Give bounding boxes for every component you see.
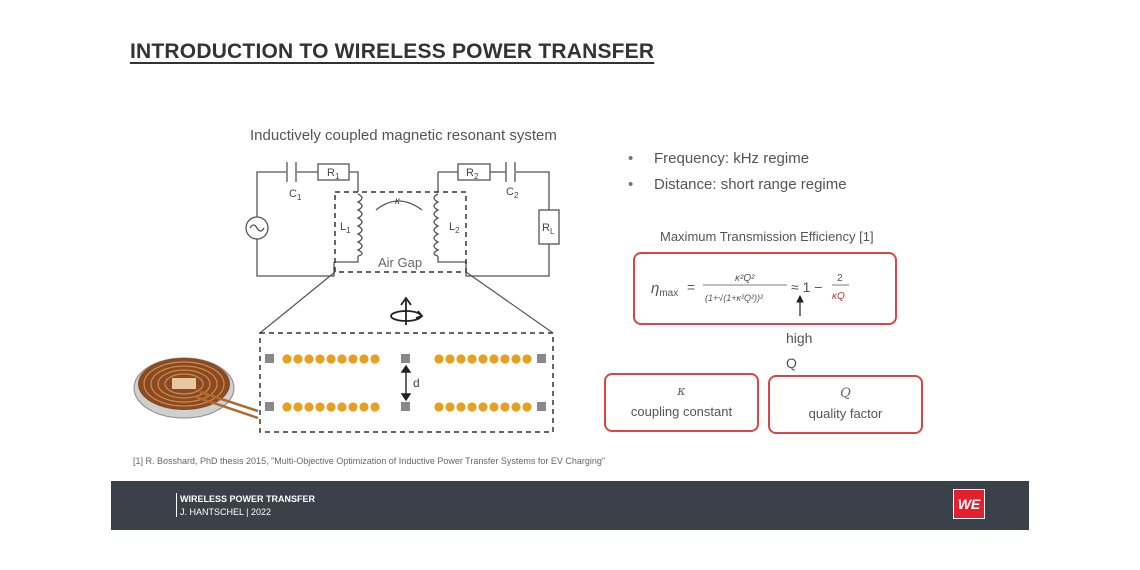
- coil-dot: [282, 354, 292, 364]
- label-c1: C1: [289, 188, 302, 202]
- coil-dot: [315, 402, 325, 412]
- coil-dot: [293, 354, 303, 364]
- coil-dot: [489, 354, 499, 364]
- coil-dot: [326, 354, 336, 364]
- efficiency-label: Maximum Transmission Efficiency [1]: [660, 229, 874, 244]
- coil-dot: [434, 354, 444, 364]
- label-r1: R1: [327, 167, 340, 181]
- coil-dot: [434, 402, 444, 412]
- coil-dot: [370, 402, 380, 412]
- projection-line-right: [465, 271, 554, 334]
- air-gap-box: [334, 191, 467, 273]
- svg-text:κQ: κQ: [832, 291, 845, 302]
- footer-subtitle: J. HANTSCHEL | 2022: [180, 507, 272, 517]
- efficiency-formula-box: ηmax = κ²Q² (1+√(1+κ²Q²))² ≈ 1 − 2 κQ: [633, 252, 897, 325]
- projection-line-left: [259, 271, 336, 334]
- slide-title: INTRODUCTION TO WIRELESS POWER TRANSFER: [130, 40, 655, 63]
- coil-photo: [133, 357, 259, 420]
- coil-dot: [370, 354, 380, 364]
- coil-dot: [337, 354, 347, 364]
- we-logo-icon: WE: [953, 489, 985, 519]
- label-c2: C2: [506, 186, 519, 200]
- coil-dot: [511, 354, 521, 364]
- label-r2: R2: [466, 167, 479, 181]
- diagram-title: Inductively coupled magnetic resonant sy…: [250, 127, 557, 144]
- coil-dot: [522, 402, 532, 412]
- rotation-icon: [390, 296, 424, 325]
- coil-dot: [445, 354, 455, 364]
- rl-resistor: [538, 209, 560, 245]
- right-wire-coil-bottom: [437, 256, 466, 263]
- svg-text:ηmax: ηmax: [651, 280, 678, 299]
- coil-dot: [326, 402, 336, 412]
- coil-dot: [500, 402, 510, 412]
- coil-dot: [467, 402, 477, 412]
- svg-text:=: =: [687, 279, 695, 295]
- coil-dot: [445, 402, 455, 412]
- coil-dot: [522, 354, 532, 364]
- bullet-item: •Frequency: kHz regime: [628, 150, 810, 167]
- coil-dot: [304, 402, 314, 412]
- coil-l1: [356, 193, 363, 257]
- label-distance: d: [413, 376, 420, 390]
- coil-l2: [433, 193, 440, 257]
- quality-factor-box: Q quality factor: [768, 375, 923, 434]
- footer-title: WIRELESS POWER TRANSFER: [180, 494, 316, 504]
- bullet-item: •Distance: short range regime: [628, 176, 847, 193]
- quality-text: quality factor: [808, 406, 883, 421]
- coil-dot: [359, 402, 369, 412]
- coupling-symbol: κ: [677, 384, 686, 399]
- footer-divider: [176, 493, 177, 517]
- coil-dot: [511, 402, 521, 412]
- coupling-constant-box: κ coupling constant: [604, 373, 759, 432]
- left-wire-coil-bottom: [334, 256, 359, 263]
- coil-winding-dots: [282, 354, 532, 412]
- label-kappa: κ: [395, 196, 401, 207]
- slide-footer: [111, 481, 1029, 530]
- r2-resistor: [457, 163, 491, 181]
- quality-symbol: Q: [840, 386, 851, 401]
- coupling-text: coupling constant: [630, 404, 733, 419]
- coil-dot: [478, 402, 488, 412]
- label-air-gap: Air Gap: [378, 255, 422, 270]
- coil-dot: [456, 402, 466, 412]
- footnote: [1] R. Bosshard, PhD thesis 2015, "Multi…: [133, 456, 606, 466]
- left-wire-to-coil: [349, 171, 359, 192]
- ac-source-wave: [249, 224, 265, 232]
- coil-detail-box: [259, 332, 554, 433]
- left-wire-outer: [256, 171, 335, 277]
- svg-text:≈ 1 −: ≈ 1 −: [791, 279, 822, 295]
- coil-dot: [359, 354, 369, 364]
- high-q-label: Q: [786, 355, 797, 371]
- coil-dot: [337, 402, 347, 412]
- bullet-list: •Frequency: kHz regime •Distance: short …: [628, 150, 847, 202]
- coil-dot: [500, 354, 510, 364]
- label-l2: L2: [449, 221, 460, 235]
- svg-text:2: 2: [837, 273, 843, 284]
- high-label: high: [786, 330, 813, 346]
- coil-dot: [304, 354, 314, 364]
- coil-dot: [467, 354, 477, 364]
- up-arrow-icon: [796, 294, 804, 316]
- ferrite-markers: [265, 354, 546, 411]
- svg-text:(1+√(1+κ²Q²))²: (1+√(1+κ²Q²))²: [705, 293, 764, 303]
- svg-text:κ²Q²: κ²Q²: [735, 273, 755, 284]
- coil-dot: [282, 402, 292, 412]
- distance-arrow: [400, 364, 412, 402]
- coil-dot: [478, 354, 488, 364]
- coil-dot: [348, 402, 358, 412]
- r1-resistor: [317, 163, 350, 181]
- label-rl: RL: [542, 222, 555, 236]
- label-l1: L1: [340, 221, 351, 235]
- efficiency-formula: ηmax = κ²Q² (1+√(1+κ²Q²))² ≈ 1 − 2 κQ: [651, 273, 849, 316]
- coil-dot: [293, 402, 303, 412]
- coil-dot: [315, 354, 325, 364]
- kappa-arc: [375, 200, 423, 211]
- coil-dot: [348, 354, 358, 364]
- coil-dot: [456, 354, 466, 364]
- coil-dot: [489, 402, 499, 412]
